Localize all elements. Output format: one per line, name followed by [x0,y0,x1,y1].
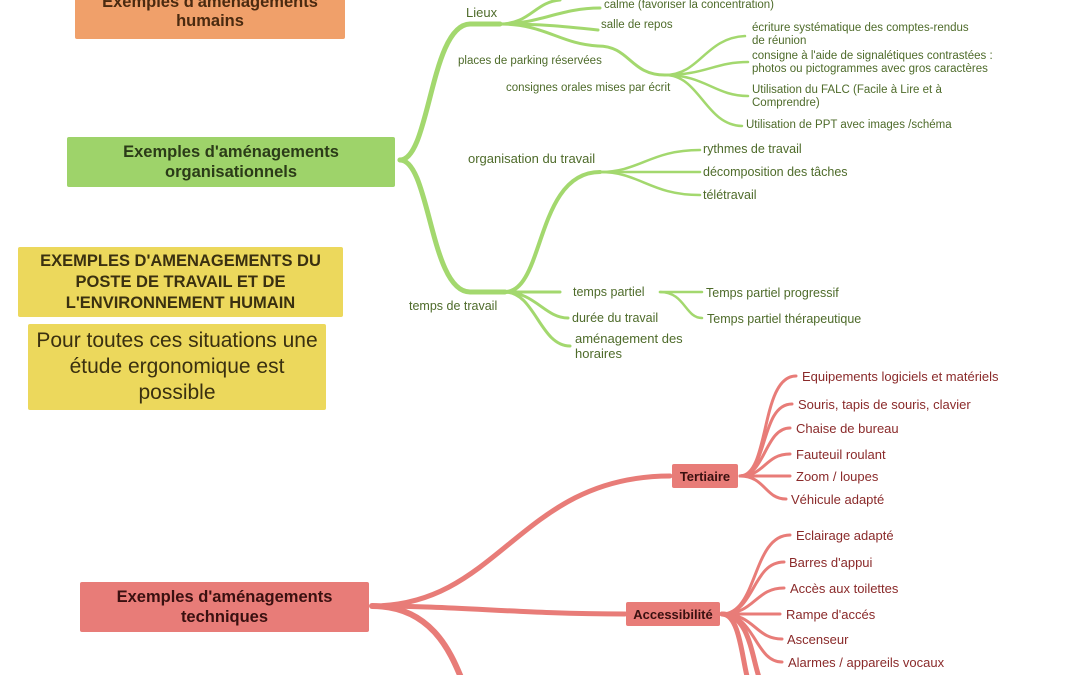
label-therapeutique: Temps partiel thérapeutique [707,312,862,326]
accessibilite-item: Eclairage adapté [796,528,894,543]
branch-organisation-travail [503,170,602,294]
label-ppt: Utilisation de PPT avec images /schéma [746,119,952,131]
label-progressif: Temps partiel progressif [706,286,839,300]
tertiaire-item: Equipements logiciels et matériels [802,369,999,384]
box-ergonomique-label: Pour toutes ces situations une étude erg… [36,329,318,404]
label-salle-repos: salle de repos [601,19,673,31]
node-tertiaire-label: Tertiaire [679,468,731,484]
box-poste-label: EXEMPLES D'AMENAGEMENTS DU POSTE DE TRAV… [40,251,321,312]
label-teletravail: télétravail [703,188,757,202]
tertiaire-item: Chaise de bureau [796,421,899,436]
tertiaire-item: Zoom / loupes [796,469,879,484]
box-poste[interactable]: EXEMPLES D'AMENAGEMENTS DU POSTE DE TRAV… [18,247,343,317]
box-techniques[interactable]: Exemples d'aménagements techniques [80,582,369,632]
tertiaire-item: Véhicule adapté [791,492,885,507]
tertiaire-item: Souris, tapis de souris, clavier [798,397,971,412]
box-humains[interactable]: Exemples d'aménagements humains [75,0,345,39]
label-temps-partiel: temps partiel [573,285,645,299]
label-signaletiques: consigne à l'aide de signalétiques contr… [752,50,993,75]
label-lieux: Lieux [466,5,498,20]
tertiaire-item: Fauteuil roulant [796,447,886,462]
accessibilite-item: Alarmes / appareils vocaux [788,655,945,670]
branch-tertiaire [369,473,673,609]
box-ergonomique[interactable]: Pour toutes ces situations une étude erg… [28,324,326,410]
box-organisationnels[interactable]: Exemples d'aménagements organisationnels [67,137,395,187]
accessibilite-item: Barres d'appui [789,555,873,570]
label-temps-travail: temps de travail [409,299,498,313]
label-decomposition: décomposition des tâches [703,165,848,179]
node-accessibilite[interactable]: Accessibilité [626,602,720,626]
label-falc: Utilisation du FALC (Facile à Lire et à … [752,84,942,109]
label-organisation-travail: organisation du travail [468,151,596,166]
node-tertiaire[interactable]: Tertiaire [672,464,738,488]
label-amenagement-horaires: aménagement des horaires [575,331,683,361]
accessibilite-item: Accès aux toilettes [790,581,899,596]
box-techniques-label: Exemples d'aménagements techniques [116,588,333,626]
branch-lieux [397,21,503,163]
accessibilite-item: Rampe d'accés [786,607,876,622]
accessibilite-item: Ascenseur [787,632,849,647]
box-humains-label: Exemples d'aménagements humains [102,0,318,30]
label-consignes-orales: consignes orales mises par écrit [506,82,671,94]
label-ecriture: écriture systématique des comptes-rendus… [752,22,969,47]
label-calme: calme (favoriser la concentration) [604,0,775,11]
branch-temps-travail [397,157,508,295]
box-organisationnels-label: Exemples d'aménagements organisationnels [123,143,339,181]
label-duree: durée du travail [572,311,659,325]
node-accessibilite-label: Accessibilité [633,606,713,622]
branch-accessibilite [369,603,628,617]
label-parking: places de parking réservées [458,55,602,67]
label-rythmes: rythmes de travail [703,142,802,156]
